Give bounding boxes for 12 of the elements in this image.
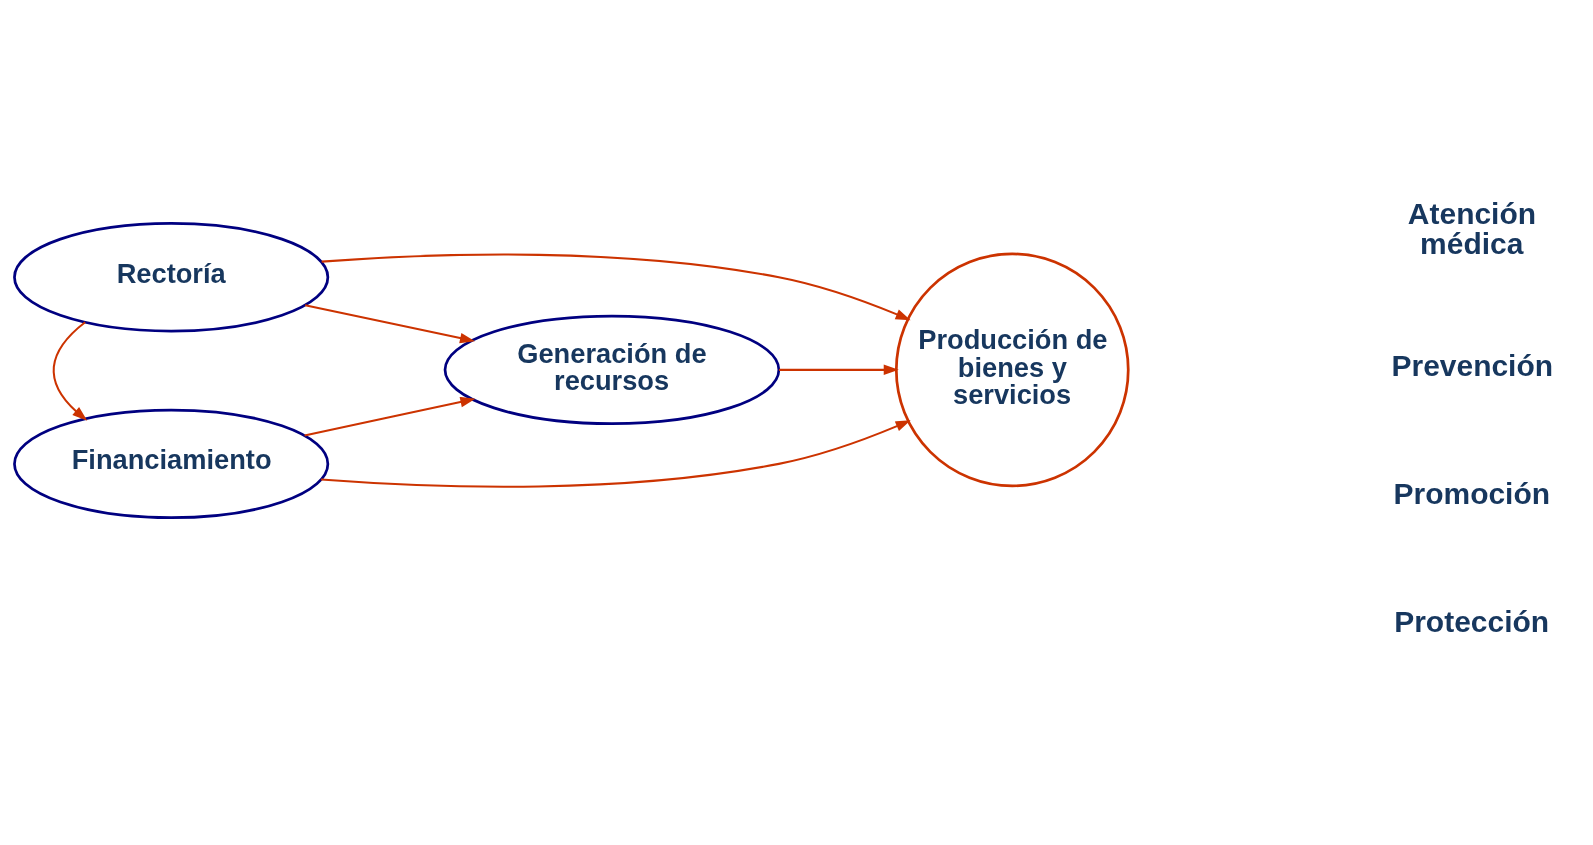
arrow	[303, 396, 475, 437]
label: Promoción	[1393, 476, 1550, 510]
label: Prevención	[1391, 348, 1553, 382]
node-ellipse: Generación de recursos	[443, 314, 780, 425]
arrow	[52, 320, 87, 421]
label: Atención médica	[1407, 196, 1536, 259]
arrow	[304, 303, 475, 343]
arrow	[321, 253, 911, 320]
node-ellipse: Rectoría	[12, 221, 329, 332]
label: Protección	[1393, 604, 1549, 638]
arrow	[778, 364, 899, 375]
arrow	[320, 419, 911, 488]
